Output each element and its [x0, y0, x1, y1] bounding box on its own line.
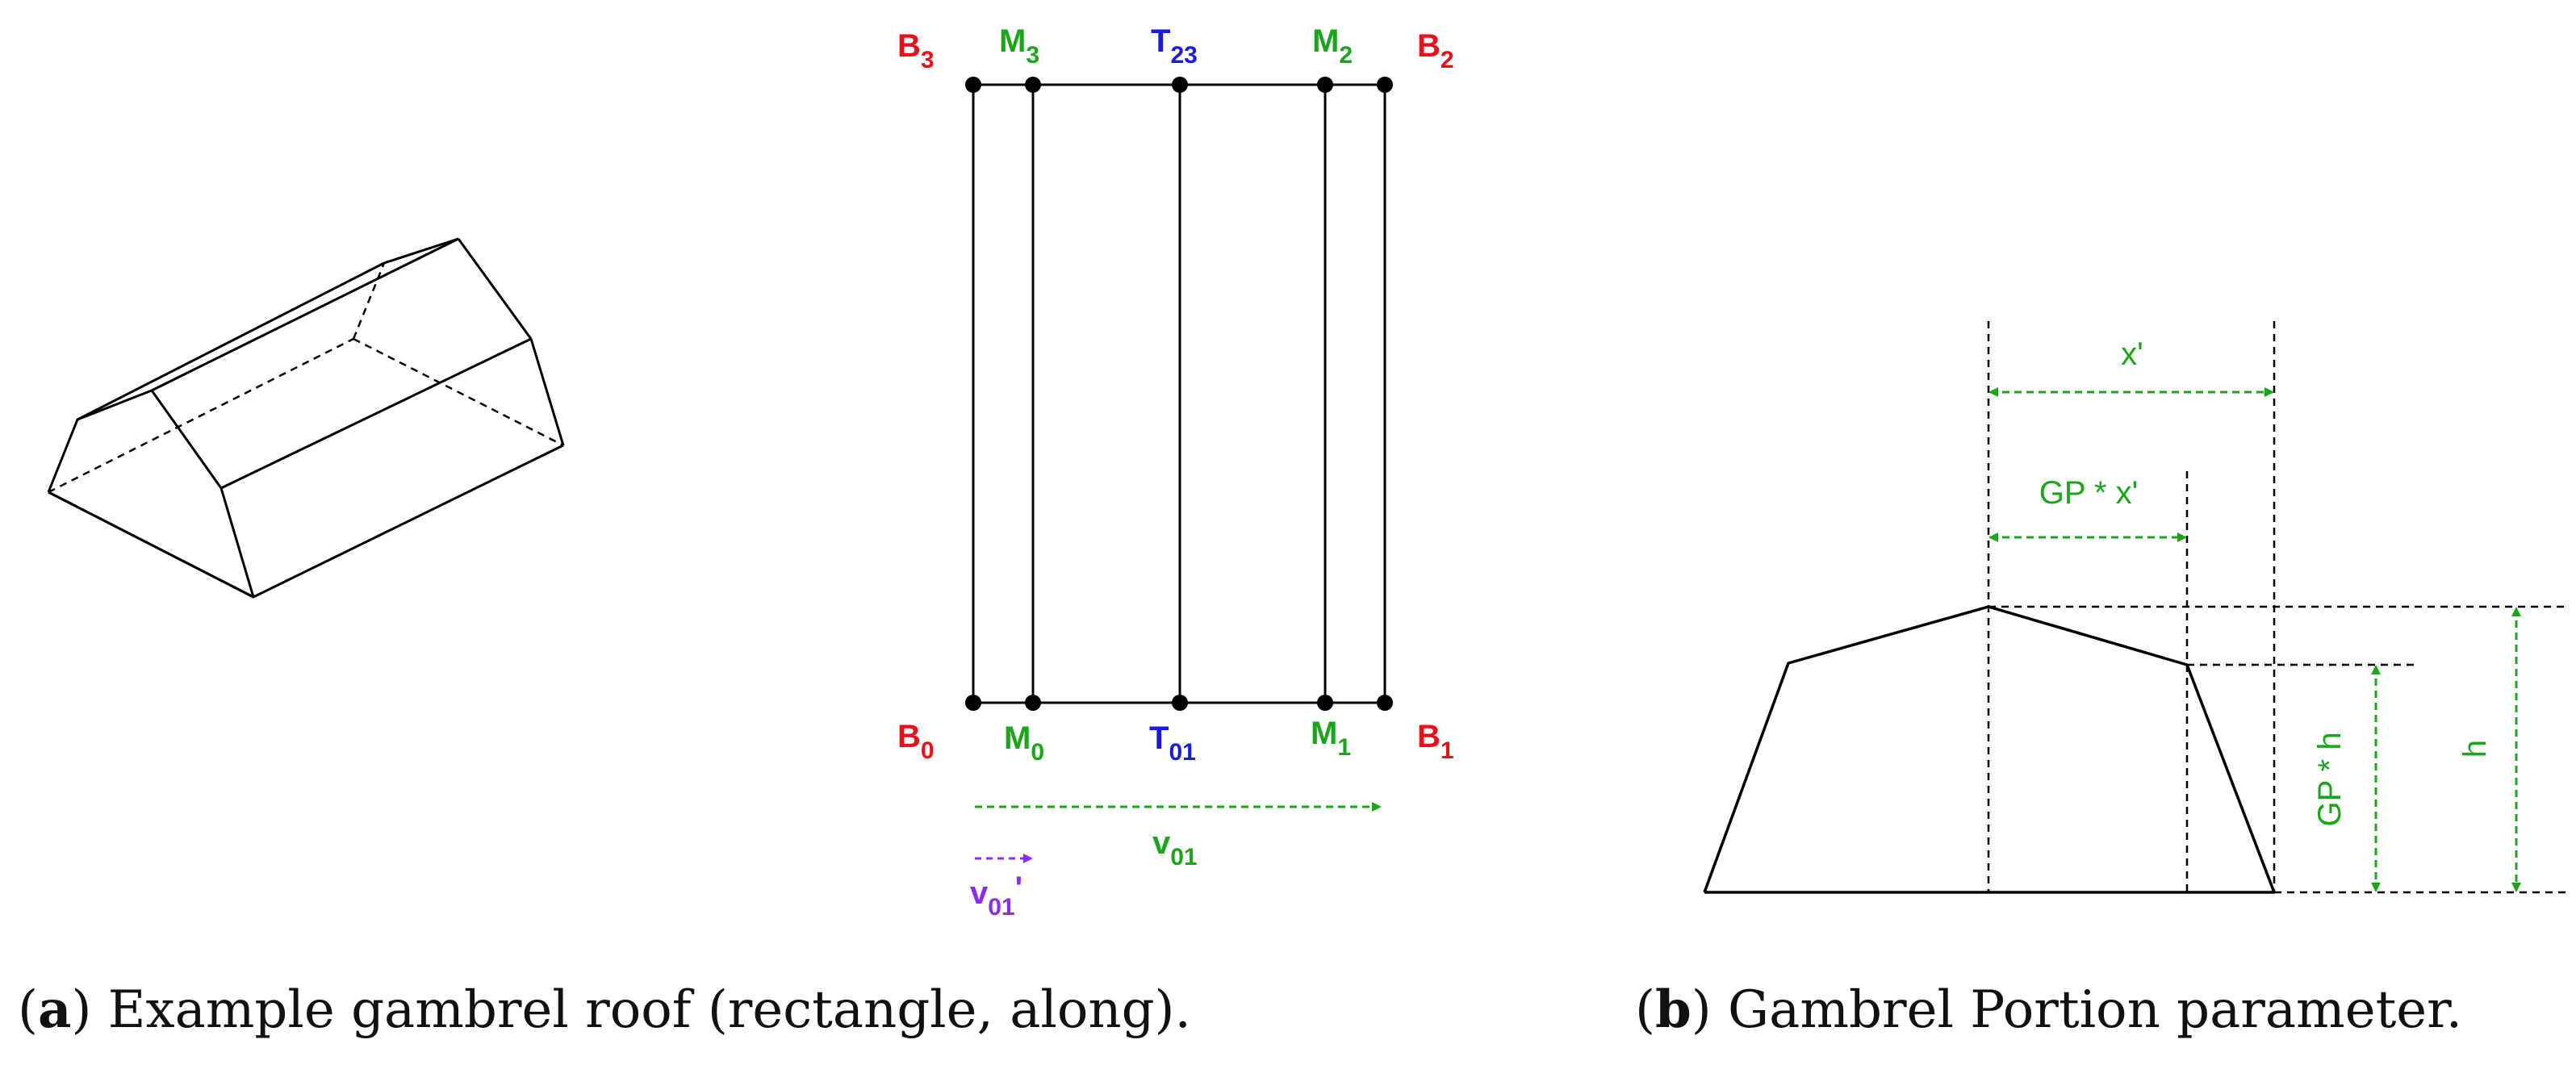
vector-v01-label: v01 — [1152, 825, 1198, 871]
label-m3: M3 — [999, 23, 1039, 69]
vertex-m1 — [1317, 695, 1333, 711]
vertex-t01 — [1172, 695, 1188, 711]
gambrel-profile: x' GP * x' GP * h h — [1703, 321, 2570, 894]
caption-a-text: Example gambrel roof (rectangle, along). — [91, 980, 1191, 1040]
label-x-prime: x' — [2121, 336, 2143, 372]
caption-b: (b) Gambrel Portion parameter. — [1635, 979, 2463, 1040]
label-gp-x-prime: GP * x' — [2039, 475, 2139, 511]
front-gable-outline — [47, 389, 255, 599]
upper-ridge-edge — [151, 237, 459, 392]
vector-v01-prime-label: v01' — [970, 871, 1022, 921]
guide-lines — [1987, 321, 2570, 894]
vertex-b3 — [965, 77, 981, 93]
label-t01: T01 — [1149, 720, 1196, 766]
label-m1: M1 — [1311, 716, 1351, 761]
front-lower-left-edge — [48, 491, 254, 599]
back-gable-lower — [529, 338, 565, 446]
caption-a-letter: a — [37, 979, 72, 1040]
label-b3: B3 — [897, 28, 935, 73]
plan-vertices — [965, 77, 1393, 711]
label-b0: B0 — [897, 719, 935, 764]
label-m0: M0 — [1004, 720, 1044, 766]
eave-ridge-edge — [220, 337, 532, 490]
vertex-m3 — [1025, 77, 1041, 93]
label-h: h — [2457, 740, 2493, 758]
caption-b-text: Gambrel Portion parameter. — [1711, 980, 2463, 1040]
caption-a: (a) Example gambrel roof (rectangle, alo… — [18, 979, 1191, 1040]
floor-plan: B3 M3 T23 M2 B2 B0 M0 T01 M1 B1 v01 v01' — [897, 23, 1454, 921]
label-b1: B1 — [1417, 719, 1454, 764]
back-gable-upper — [457, 238, 533, 340]
profile-outline — [1703, 605, 2276, 894]
vertex-b1 — [1377, 695, 1393, 711]
label-m2: M2 — [1312, 23, 1353, 69]
label-t23: T23 — [1151, 23, 1198, 69]
vertex-t23 — [1172, 77, 1188, 93]
upper-right-ridge — [383, 237, 459, 265]
vertex-b0 — [965, 695, 981, 711]
vertex-m2 — [1317, 77, 1333, 93]
caption-b-letter: b — [1654, 979, 1692, 1040]
vertex-m0 — [1025, 695, 1041, 711]
label-gp-h: GP * h — [2312, 732, 2348, 826]
hidden-edges — [48, 262, 564, 494]
lower-ridge-edge — [77, 261, 385, 421]
dimension-arrows — [1988, 387, 2521, 892]
bottom-eave-edge — [253, 444, 564, 599]
vertex-b2 — [1377, 77, 1393, 93]
label-b2: B2 — [1417, 28, 1454, 73]
gambrel-roof-3d-sketch — [47, 237, 565, 599]
